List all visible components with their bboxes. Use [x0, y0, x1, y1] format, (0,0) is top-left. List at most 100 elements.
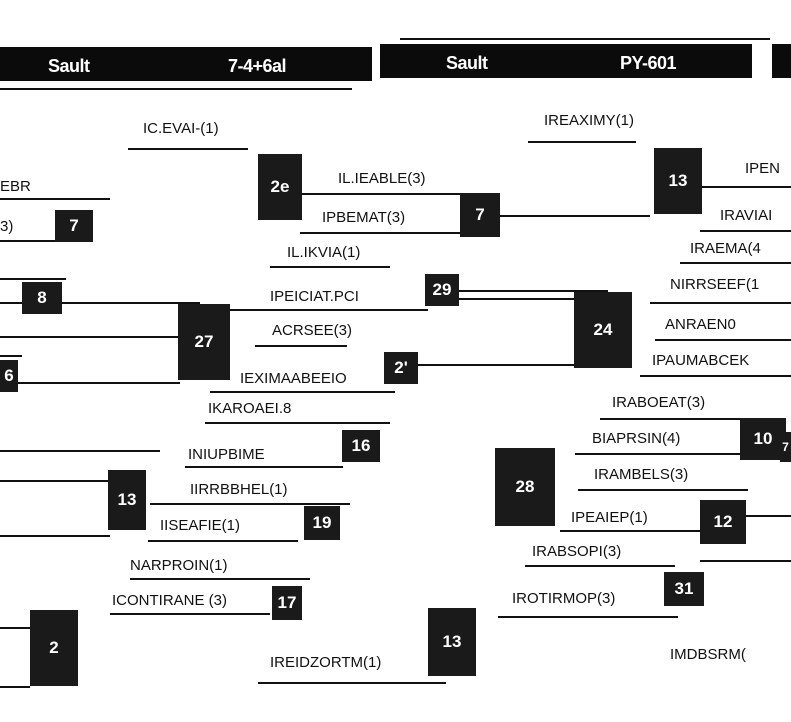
entry-label: IREIDZORTM(1) [270, 654, 382, 671]
entry-line [228, 309, 428, 311]
entry-label: IPEICIAT.PCI [270, 288, 359, 305]
entry-label: ACRSEE(3) [272, 322, 353, 339]
entry-label: ANRAEN0 [665, 316, 736, 333]
header-bar-right [380, 44, 752, 78]
entry-line [110, 613, 270, 615]
header-label: Sault [48, 56, 90, 76]
entry-line [0, 240, 70, 242]
entry-label: IRAVIAI [720, 207, 773, 224]
header-bar-edge [772, 44, 791, 78]
entry-line [500, 215, 650, 217]
entry-line [498, 616, 678, 618]
round-number: 12 [700, 500, 746, 544]
entry-line [0, 382, 180, 384]
entry-label: IKAROAEI.8 [208, 400, 292, 417]
round-number: 8 [22, 282, 62, 314]
header-rule-left [0, 88, 352, 90]
entry-line [578, 489, 748, 491]
entry-line [300, 232, 460, 234]
round-number: 2' [384, 352, 418, 384]
entry-line [205, 422, 390, 424]
entry-label: BIAPRSIN(4) [592, 430, 681, 447]
entry-label: IRABOEAT(3) [612, 394, 706, 411]
entry-label: ICONTIRANE (3) [112, 592, 228, 609]
entry-line [458, 290, 608, 292]
entry-label: IIRRBBHEL(1) [190, 481, 288, 498]
entry-line [150, 503, 350, 505]
entry-line [0, 450, 160, 452]
round-number: 2 [30, 610, 78, 686]
entry-line [410, 364, 580, 366]
entry-label: IL.IKVIA(1) [287, 244, 361, 261]
round-number: 6 [0, 360, 18, 392]
round-number: 13 [654, 148, 702, 214]
entry-line [0, 480, 110, 482]
entry-line [130, 578, 310, 580]
entry-line [0, 198, 110, 200]
entry-label: IEXIMAABEEIO [240, 370, 347, 387]
entry-label: NARPROIN(1) [130, 557, 228, 574]
entry-label: IPEAIEP(1) [571, 509, 648, 526]
entry-line [270, 266, 390, 268]
header-label: Sault [446, 53, 488, 73]
round-number: 28 [495, 448, 555, 526]
header-rule [400, 38, 770, 40]
entry-label: 3) [0, 218, 14, 235]
round-number: 19 [304, 506, 340, 540]
entry-line [255, 345, 347, 347]
entry-line [700, 186, 791, 188]
entry-line [210, 391, 395, 393]
entry-line [650, 302, 791, 304]
entry-line [740, 515, 791, 517]
header-bar-left [0, 47, 372, 81]
entry-line [0, 535, 110, 537]
round-number: 16 [342, 430, 380, 462]
entry-label: IRAMBELS(3) [594, 466, 689, 483]
entry-line [0, 278, 66, 280]
round-number: 29 [425, 274, 459, 306]
entry-line [0, 302, 200, 304]
round-number: 31 [664, 572, 704, 606]
entry-line [560, 530, 700, 532]
entry-line [148, 540, 298, 542]
entry-label: INIUPBIME [188, 446, 265, 463]
entry-line [0, 355, 22, 357]
entry-line [575, 453, 755, 455]
entry-label: IPEN [745, 160, 781, 177]
entry-line [525, 565, 675, 567]
entry-label: IPAUMABCEK [652, 352, 750, 369]
round-number: 24 [574, 292, 632, 368]
round-number: 17 [272, 586, 302, 620]
entry-line [700, 230, 791, 232]
round-number: 27 [178, 304, 230, 380]
entry-line [600, 418, 750, 420]
entry-label: IROTIRMOP(3) [512, 590, 616, 607]
entry-line [0, 686, 30, 688]
entry-label: IPBEMAT(3) [322, 209, 406, 226]
entry-label: IISEAFIE(1) [160, 517, 241, 534]
entry-line [258, 682, 446, 684]
entry-line [185, 466, 343, 468]
entry-label: IRAEMA(4 [690, 240, 761, 257]
entry-label: IL.IEABLE(3) [338, 170, 426, 187]
entry-line [300, 193, 500, 195]
round-number: 7 [460, 193, 500, 237]
entry-line [458, 298, 608, 300]
entry-label: NIRRSEEF(1 [670, 276, 760, 293]
entry-label: EBR [0, 178, 31, 195]
header-label: PY-601 [620, 53, 677, 73]
entry-line [655, 339, 791, 341]
entry-label: IC.EVAI-(1) [143, 120, 219, 137]
entry-label: IMDBSRM( [670, 646, 746, 663]
round-number: 2e [258, 154, 302, 220]
round-number: 7 [780, 432, 791, 462]
round-number: 13 [108, 470, 146, 530]
entry-line [528, 141, 636, 143]
entry-line [680, 262, 791, 264]
entry-label: IREAXIMY(1) [544, 112, 635, 129]
entry-line [0, 627, 42, 629]
round-number: 7 [55, 210, 93, 242]
entry-line [128, 148, 248, 150]
entry-label: IRABSOPI(3) [532, 543, 622, 560]
